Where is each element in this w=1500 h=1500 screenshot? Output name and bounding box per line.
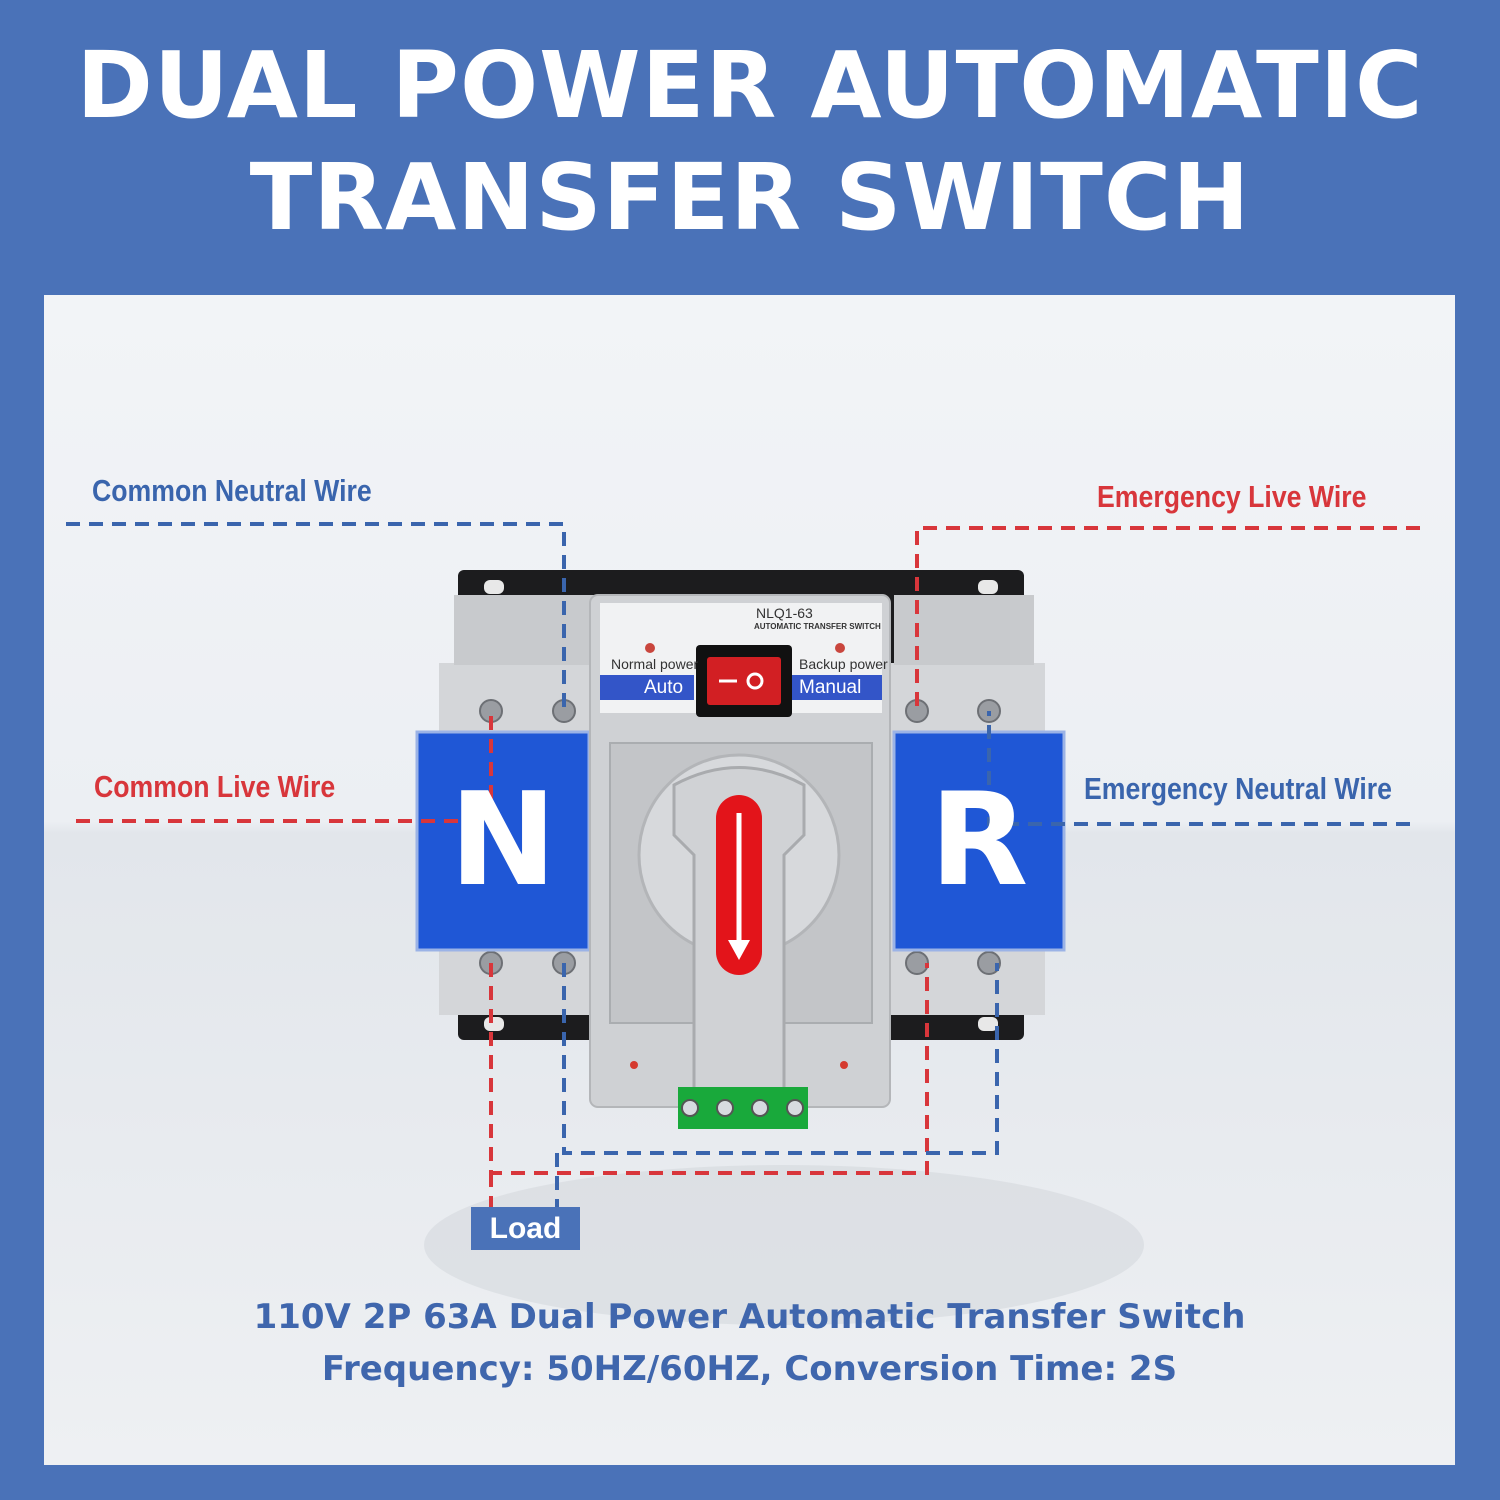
manual-mode-label: Manual (799, 675, 862, 700)
right-pole-letter: R (929, 766, 1029, 915)
auto-mode-label: Auto (644, 675, 684, 700)
common-neutral-wire-label: Common Neutral Wire (92, 473, 372, 508)
emergency-neutral-wire (987, 711, 1410, 826)
transfer-switch-device (415, 570, 1144, 1325)
page-title: DUAL POWER AUTOMATIC TRANSFER SWITCH (0, 30, 1500, 254)
terminal-screws (479, 699, 1001, 975)
common-live-wire-label: Common Live Wire (94, 769, 336, 804)
normal-power-label: Normal power (611, 656, 699, 672)
title-line-2: TRANSFER SWITCH (249, 144, 1251, 251)
common-neutral-wire (66, 522, 566, 711)
emergency-neutral-wire-label: Emergency Neutral Wire (1084, 771, 1392, 806)
emergency-live-wire (915, 526, 1420, 711)
backup-power-led (835, 643, 845, 653)
common-live-wire (76, 711, 493, 823)
device-shadow (424, 1165, 1144, 1325)
load-neutral-wire (555, 963, 999, 1207)
emergency-live-wire-label: Emergency Live Wire (1097, 479, 1367, 514)
model-number: NLQ1-63 (756, 605, 813, 621)
backup-power-label: Backup power (799, 656, 888, 672)
device-subtitle: AUTOMATIC TRANSFER SWITCH (754, 622, 881, 631)
diagram-panel: NLQ1-63 AUTOMATIC TRANSFER SWITCH Normal… (44, 295, 1455, 1465)
title-line-1: DUAL POWER AUTOMATIC (76, 32, 1424, 139)
right-pole-label (892, 730, 1066, 952)
spec-line-2: Frequency: 50HZ/60HZ, Conversion Time: 2… (321, 1349, 1178, 1389)
wiring-diagram (66, 522, 1420, 1207)
load-live-wire (489, 963, 929, 1207)
normal-power-led (645, 643, 655, 653)
spec-line-1: 110V 2P 63A Dual Power Automatic Transfe… (253, 1297, 1246, 1337)
left-pole-letter: N (449, 766, 557, 915)
load-label: Load (471, 1207, 580, 1250)
